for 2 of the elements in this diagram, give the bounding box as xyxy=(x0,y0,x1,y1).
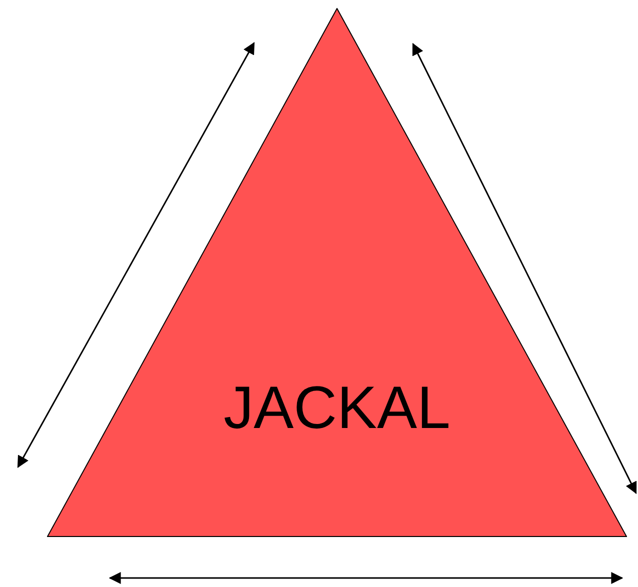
node-label: JACKAL xyxy=(224,378,450,438)
triangle-shape xyxy=(47,8,627,537)
